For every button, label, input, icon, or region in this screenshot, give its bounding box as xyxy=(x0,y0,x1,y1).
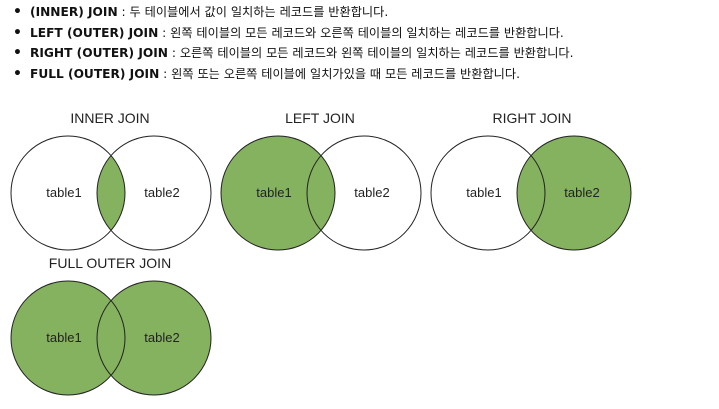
venn-left-fill xyxy=(11,281,125,395)
venn-left-circle xyxy=(220,135,336,251)
venn-right-label: table2 xyxy=(144,330,179,345)
venn-right-label: table2 xyxy=(354,185,389,200)
join-description-full: FULL (OUTER) JOIN : 왼쪽 또는 오른쪽 테이블에 일치가있을… xyxy=(13,64,719,85)
venn-left-circle xyxy=(430,135,546,251)
venn-right-label: table2 xyxy=(564,185,599,200)
venn-left-join: LEFT JOIN table1 table2 xyxy=(220,110,422,251)
venn-right-join: RIGHT JOIN table1 table2 xyxy=(430,110,632,251)
venn-left-label: table1 xyxy=(466,185,501,200)
join-text: : 두 테이블에서 값이 일치하는 레코드를 반환합니다. xyxy=(117,5,389,19)
venn-title: LEFT JOIN xyxy=(285,110,355,126)
join-description-left: LEFT (OUTER) JOIN : 왼쪽 테이블의 모든 레코드와 오른쪽 … xyxy=(13,23,719,44)
venn-title: INNER JOIN xyxy=(70,110,149,126)
venn-title: FULL OUTER JOIN xyxy=(49,255,171,271)
join-term: (INNER) JOIN xyxy=(30,5,118,19)
join-term: FULL (OUTER) JOIN xyxy=(30,66,160,81)
venn-right-circle xyxy=(96,280,212,396)
venn-left-label: table1 xyxy=(256,185,291,200)
join-text: : 왼쪽 테이블의 모든 레코드와 오른쪽 테이블의 일치하는 레코드를 반환합… xyxy=(158,25,564,40)
venn-right-fill xyxy=(97,281,211,395)
venn-inner-join: INNER JOIN table1 table2 xyxy=(10,110,212,251)
venn-title: RIGHT JOIN xyxy=(492,110,571,126)
venn-left-circle xyxy=(10,135,126,251)
venn-left-label: table1 xyxy=(46,185,81,200)
join-text: : 오른쪽 테이블의 모든 레코드와 왼쪽 테이블의 일치하는 레코드를 반환합… xyxy=(167,46,574,60)
venn-right-circle xyxy=(306,135,422,251)
join-description-inner: (INNER) JOIN : 두 테이블에서 값이 일치하는 레코드를 반환합니… xyxy=(13,2,719,23)
venn-right-circle xyxy=(516,135,632,251)
join-description-list: (INNER) JOIN : 두 테이블에서 값이 일치하는 레코드를 반환합니… xyxy=(10,2,719,84)
venn-left-label: table1 xyxy=(46,330,81,345)
venn-left-circle xyxy=(10,280,126,396)
join-term: RIGHT (OUTER) JOIN xyxy=(30,46,168,60)
venn-full-outer-join: FULL OUTER JOIN table1 table2 xyxy=(10,255,212,396)
join-description-right: RIGHT (OUTER) JOIN : 오른쪽 테이블의 모든 레코드와 왼쪽… xyxy=(13,43,719,64)
join-term: LEFT (OUTER) JOIN xyxy=(30,25,159,40)
venn-right-label: table2 xyxy=(144,185,179,200)
join-text: : 왼쪽 또는 오른쪽 테이블에 일치가있을 때 모든 레코드를 반환합니다. xyxy=(159,66,520,81)
venn-right-circle xyxy=(96,135,212,251)
